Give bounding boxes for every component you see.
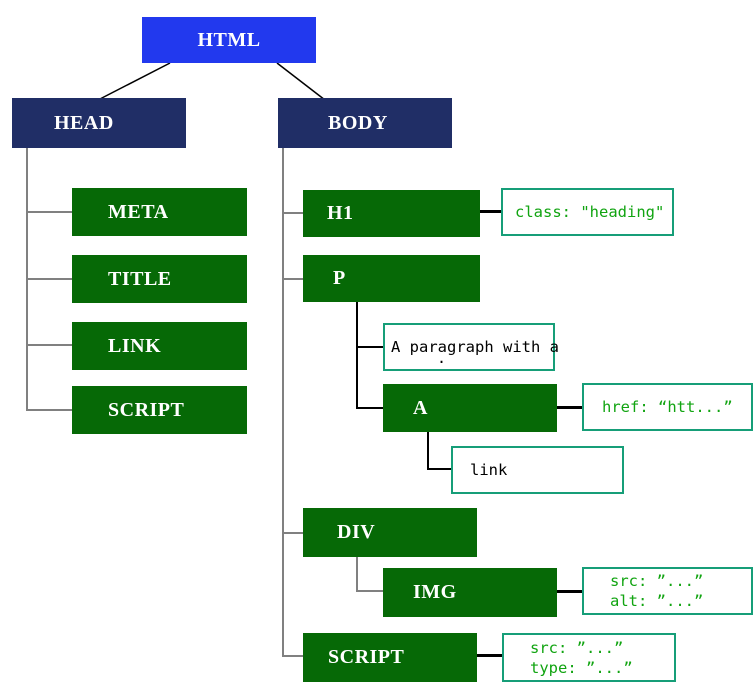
node-div: DIV [303, 508, 477, 557]
connector-html-head [97, 62, 171, 101]
node-div-label: DIV [337, 521, 376, 543]
node-img-label: IMG [413, 581, 457, 603]
node-body-script-label: SCRIPT [328, 646, 405, 668]
node-html-label: HTML [197, 28, 261, 51]
annotation-img-src: src: ”...” [610, 572, 704, 590]
connector-div-trunk [356, 557, 358, 592]
node-link-label: LINK [108, 334, 162, 357]
connector-p-textnode [356, 346, 383, 348]
connector-script-annotation [477, 654, 502, 657]
node-a-label: A [413, 396, 428, 419]
node-html: HTML [142, 17, 316, 63]
node-title: TITLE [72, 255, 247, 303]
connector-h1-annotation [480, 210, 501, 213]
node-h1: H1 [303, 190, 480, 237]
annotation-script-type: type: ”...” [530, 658, 633, 677]
node-body-script: SCRIPT [303, 633, 477, 682]
connector-head-script [26, 409, 72, 411]
connector-img-annotation [557, 590, 582, 593]
connector-html-body [276, 62, 326, 101]
node-body-label: BODY [328, 111, 388, 134]
connector-a-trunk [427, 432, 429, 470]
node-head: HEAD [12, 98, 186, 148]
annotation-script-attrs: src: ”...” type: ”...” [502, 633, 676, 682]
connector-body-h1 [282, 212, 303, 214]
node-meta-label: META [108, 200, 169, 223]
connector-body-script [282, 655, 303, 657]
node-meta: META [72, 188, 247, 236]
text-node-link-content: link [470, 461, 508, 479]
connector-p-trunk [356, 302, 358, 409]
text-node-paragraph-period: . [437, 349, 447, 367]
connector-div-img [356, 590, 383, 592]
node-p-label: P [333, 267, 346, 289]
node-head-label: HEAD [54, 111, 114, 134]
node-title-label: TITLE [108, 267, 172, 290]
node-img: IMG [383, 568, 557, 617]
connector-body-p [282, 278, 303, 280]
connector-a-annotation [557, 406, 582, 409]
node-body: BODY [278, 98, 452, 148]
node-link: LINK [72, 322, 247, 370]
annotation-script-src: src: ”...” [530, 638, 624, 657]
node-head-script-label: SCRIPT [108, 398, 185, 421]
annotation-h1-class-text: class: "heading" [515, 203, 665, 221]
connector-head-meta [26, 211, 72, 213]
text-node-link: link [451, 446, 624, 494]
node-a: A [383, 384, 557, 432]
annotation-img-attrs: src: ”...” alt: ”...” [582, 567, 753, 615]
connector-a-link [427, 468, 451, 470]
annotation-img-alt: alt: ”...” [610, 592, 704, 610]
node-p: P [303, 255, 480, 302]
connector-body-div [282, 532, 303, 534]
connector-head-title [26, 278, 72, 280]
annotation-h1-class: class: "heading" [501, 188, 674, 236]
connector-head-link [26, 344, 72, 346]
text-node-paragraph: A paragraph with a [383, 323, 559, 371]
connector-p-a [356, 407, 383, 409]
node-h1-label: H1 [327, 202, 354, 224]
node-head-script: SCRIPT [72, 386, 247, 434]
annotation-a-href: href: “htt...” [582, 383, 753, 431]
annotation-a-href-text: href: “htt...” [602, 398, 733, 416]
text-node-paragraph-content: A paragraph with a [391, 338, 559, 356]
connector-body-trunk [282, 148, 284, 656]
